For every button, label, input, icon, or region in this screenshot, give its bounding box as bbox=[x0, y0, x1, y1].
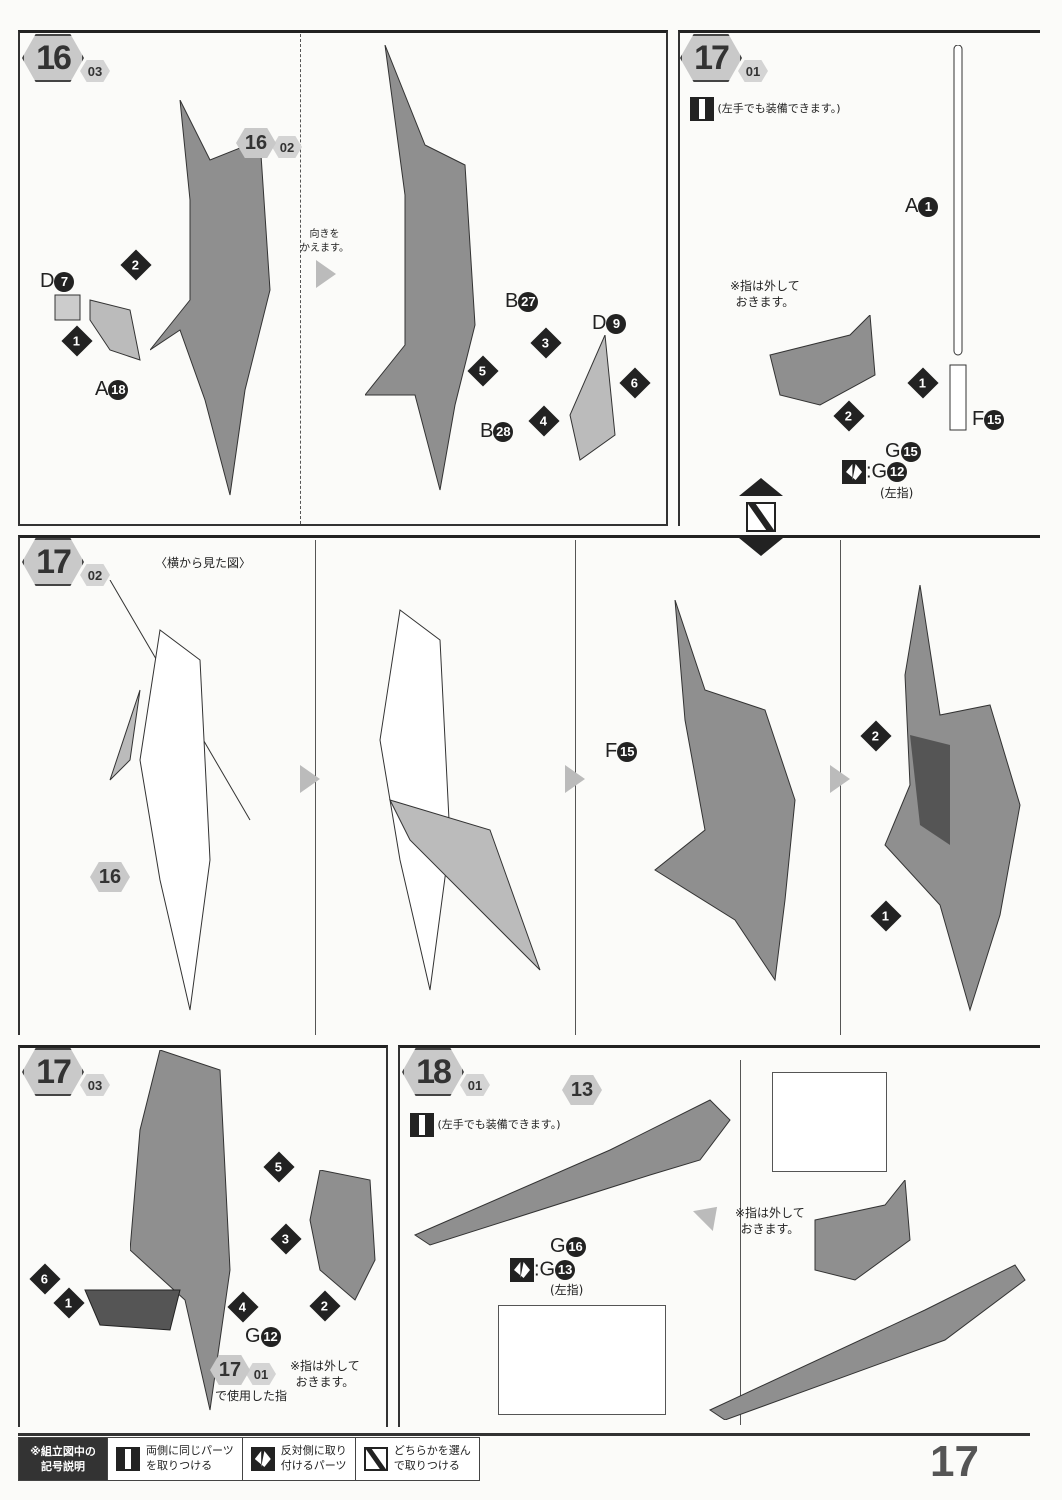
turn-note: 向きを かえます。 bbox=[300, 229, 349, 254]
wing-binder-inner-illustration bbox=[365, 45, 476, 491]
closed-hand-part bbox=[84, 1289, 181, 1331]
step-17-03-panel bbox=[18, 1045, 388, 1427]
substep-number: 03 bbox=[80, 60, 110, 82]
page-number: 17 bbox=[930, 1437, 979, 1486]
step-17-02-panel bbox=[18, 535, 1040, 1035]
part-d9 bbox=[569, 335, 616, 461]
beam-saber-illustration bbox=[949, 45, 967, 431]
part-13-badge: 13 bbox=[562, 1075, 602, 1105]
opposite-parts-icon bbox=[250, 1447, 275, 1471]
step-18-01-panel bbox=[398, 1045, 1040, 1427]
legend-item-mirror: 両側に同じパーツ を取りつける bbox=[107, 1438, 242, 1480]
finger-note: ※指は外して おきます。 bbox=[735, 1206, 805, 1237]
next-arrow bbox=[830, 765, 850, 793]
legend-item-opposite: 反対側に取り 付けるパーツ bbox=[241, 1438, 355, 1480]
mirror-parts-icon bbox=[690, 97, 714, 121]
detail-inset bbox=[772, 1072, 887, 1172]
symbol-legend: ※組立図中の 記号説明 両側に同じパーツ を取りつける 反対側に取り 付けるパー… bbox=[18, 1437, 480, 1481]
step-16-03-panel bbox=[18, 30, 668, 526]
next-arrow bbox=[316, 260, 336, 288]
choose-one-icon bbox=[738, 478, 784, 578]
hand-with-rifle-illustration bbox=[708, 1180, 1026, 1420]
mirror-note: (左手でも装備できます。) bbox=[690, 97, 840, 121]
side-view-outline-2 bbox=[379, 609, 541, 991]
mirror-parts-icon bbox=[410, 1113, 434, 1137]
divider bbox=[740, 1060, 741, 1425]
mirror-parts-icon bbox=[116, 1447, 140, 1471]
footer-rule bbox=[18, 1433, 1030, 1436]
step-17-01-panel bbox=[678, 30, 1040, 526]
side-view-caption: 〈横から見た図〉 bbox=[155, 556, 252, 570]
finger-note: ※指は外して おきます。 bbox=[730, 279, 800, 310]
part-d7-a18 bbox=[54, 294, 141, 361]
side-view-outline-1 bbox=[109, 580, 251, 1011]
ref-note: で使用した指 bbox=[215, 1389, 288, 1403]
opposite-parts-icon bbox=[510, 1258, 534, 1282]
ref-step-16: 16 bbox=[90, 862, 130, 892]
open-hand-part bbox=[309, 1170, 376, 1301]
binder-with-hand-illustration bbox=[130, 1050, 231, 1411]
opposite-parts-icon bbox=[842, 460, 866, 484]
mirror-note: (左手でも装備できます。) bbox=[410, 1113, 560, 1137]
left-finger-note: (左指) bbox=[880, 486, 914, 500]
left-finger-note: (左指) bbox=[550, 1283, 584, 1297]
folded-binder-illustration bbox=[654, 600, 796, 982]
step-number: 16 bbox=[22, 34, 84, 82]
detail-inset bbox=[498, 1305, 666, 1415]
closed-binder-illustration bbox=[884, 585, 1021, 1012]
hand-illustration bbox=[769, 315, 876, 406]
rifle-illustration bbox=[413, 1099, 731, 1246]
wing-binder-illustration bbox=[150, 100, 271, 496]
choose-one-icon bbox=[363, 1447, 388, 1471]
legend-item-choose: どちらかを選ん で取りつける bbox=[354, 1438, 479, 1480]
legend-title: ※組立図中の 記号説明 bbox=[19, 1438, 107, 1480]
next-arrow bbox=[565, 765, 585, 793]
finger-note: ※指は外して おきます。 bbox=[290, 1359, 360, 1390]
next-arrow bbox=[300, 765, 320, 793]
divider bbox=[300, 34, 301, 524]
